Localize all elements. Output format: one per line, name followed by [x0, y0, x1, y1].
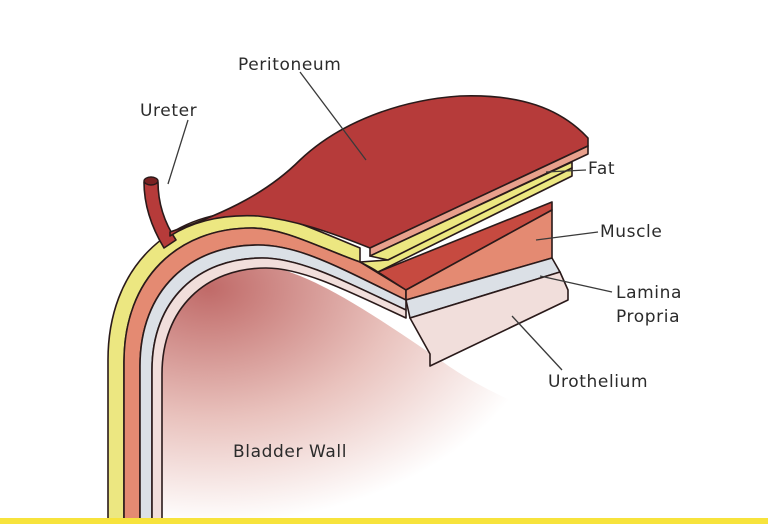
label-muscle: Muscle	[600, 222, 662, 242]
leader-muscle	[535, 231, 599, 241]
label-ureter: Ureter	[140, 101, 197, 121]
bottom-accent-bar	[0, 518, 768, 524]
bladder-interior	[140, 262, 520, 524]
leader-fat	[545, 169, 587, 173]
leader-urothelium	[511, 315, 563, 371]
leader-ureter	[167, 119, 189, 185]
label-lamina-line1: Lamina	[616, 283, 682, 303]
ureter-tube	[143, 181, 177, 249]
label-urothelium: Urothelium	[548, 372, 648, 392]
urothelium-layer	[409, 271, 569, 367]
leader-lamina	[539, 275, 613, 293]
ureter-opening	[143, 176, 159, 186]
leader-peritoneum	[299, 71, 367, 161]
label-peritoneum: Peritoneum	[238, 55, 341, 75]
peritoneum-layer	[169, 95, 589, 249]
label-lamina-line2: Propria	[616, 307, 680, 327]
peritoneum-front-edge	[369, 145, 589, 257]
label-bladder-wall: Bladder Wall	[233, 442, 347, 462]
wall-urothelium-band	[151, 257, 407, 524]
label-fat: Fat	[588, 159, 615, 179]
